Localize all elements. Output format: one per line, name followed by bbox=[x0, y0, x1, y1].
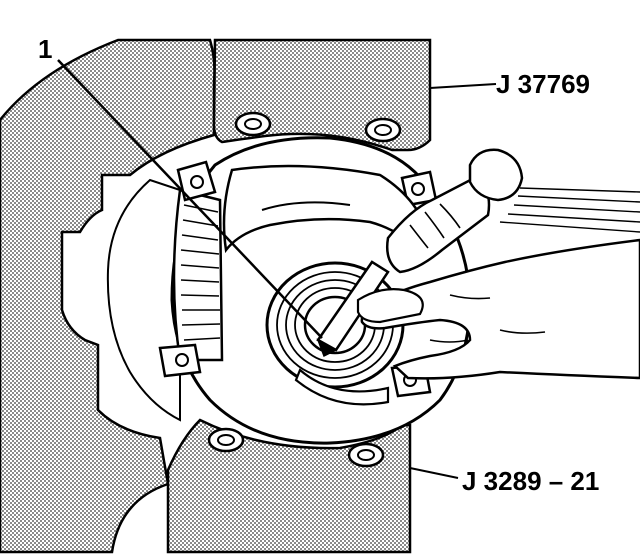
holding-fixture-left bbox=[0, 38, 216, 554]
coil-left bbox=[172, 188, 224, 362]
bolt-top-right bbox=[364, 117, 402, 143]
coil-lamination-lines bbox=[180, 204, 221, 341]
bolt-bottom-right bbox=[347, 442, 385, 468]
tool-label-j3289-21: J 3289 – 21 bbox=[462, 466, 599, 496]
tool-label-j37769: J 37769 bbox=[496, 69, 590, 99]
hammer-handle bbox=[386, 173, 491, 274]
seal-ring-lower bbox=[294, 368, 390, 406]
bolt-bottom-left bbox=[207, 427, 245, 453]
drift-punch-tip bbox=[316, 338, 338, 358]
tool-bottom-leader bbox=[409, 467, 459, 479]
housing-inner-arc bbox=[261, 201, 351, 211]
technician-hand bbox=[360, 238, 640, 380]
housing-lug-upper-left bbox=[176, 160, 217, 202]
callout-1-label: 1 bbox=[38, 34, 52, 64]
finger-crease-lines bbox=[429, 294, 546, 343]
tool-top-leader bbox=[429, 83, 497, 89]
callout-1-leader bbox=[57, 59, 323, 339]
hammer-head bbox=[468, 148, 524, 202]
fixture-inner-cutout bbox=[106, 178, 181, 422]
hammer-handle-grip-lines bbox=[409, 203, 461, 249]
housing-lug-lower-left bbox=[158, 343, 202, 378]
finger-index bbox=[356, 288, 424, 324]
housing-inner-cavity bbox=[222, 164, 432, 258]
bolt-top-left bbox=[234, 111, 272, 137]
sleeve-hatching bbox=[499, 187, 640, 233]
